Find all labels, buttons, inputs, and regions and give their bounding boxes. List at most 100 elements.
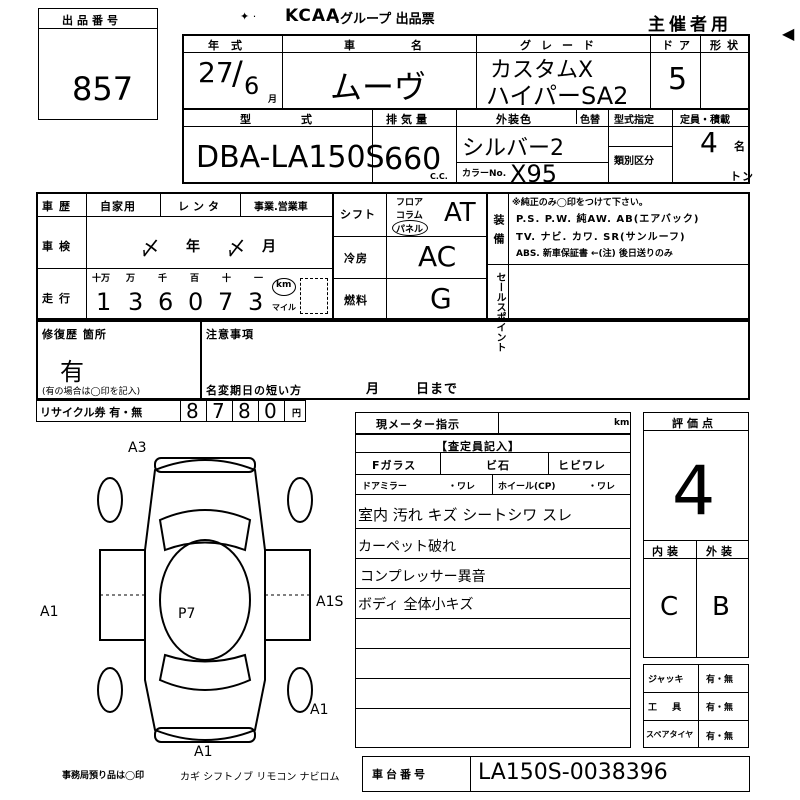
digit-unit: 万 <box>126 274 136 284</box>
grade-line2: ハイパーSA2 <box>486 82 629 110</box>
name-change-month: 月 <box>366 382 381 397</box>
year-value: 27 <box>198 56 234 89</box>
wheel-options: ・ワレ <box>588 482 616 492</box>
rating-value: 4 <box>672 452 716 531</box>
front-right-tire <box>287 477 313 523</box>
lot-number-box <box>38 8 158 120</box>
inspection-dash2: 〆 <box>226 236 246 260</box>
digit-unit: 百 <box>190 274 200 284</box>
mile-label: マイル <box>272 303 296 312</box>
month-unit: 月 <box>268 95 279 105</box>
office-items-label: 事務局預り品は◯印 <box>62 771 145 781</box>
recycle-label: リサイクル券 有・無 <box>40 406 143 419</box>
mirror-options: ・ワレ <box>448 482 476 492</box>
capacity-value: 4 <box>700 126 718 159</box>
sales-point-label: セールスポイント <box>494 272 505 352</box>
chassis-block <box>362 756 750 792</box>
meter-unit: km <box>614 418 630 428</box>
inspector-note: ボディ 全体小キズ <box>358 597 474 613</box>
chip-label: ビ石 <box>486 459 510 472</box>
interior-label: 内装 <box>652 545 682 558</box>
color-change-label: 色替 <box>580 115 600 126</box>
displacement-value: 660 <box>384 142 442 177</box>
history-block <box>36 192 750 320</box>
damage-mark: A1 <box>40 604 59 620</box>
load-unit: トン <box>730 170 754 183</box>
front-left-tire <box>97 477 123 523</box>
history-business: 事業.営業車 <box>254 202 308 213</box>
crack-label: ヒビワレ <box>558 459 606 472</box>
windshield-label: Fガラス <box>372 459 417 472</box>
recycle-unit: 円 <box>292 409 302 419</box>
spare-label: スペアタイヤ <box>646 730 694 739</box>
chassis-label: 車台番号 <box>372 768 428 781</box>
exterior-label: 外装 <box>706 545 736 558</box>
inspection-year-unit: 年 <box>186 239 201 255</box>
year-label: 年式 <box>208 39 254 52</box>
capacity-label: 定員・積載 <box>680 115 730 126</box>
digit-unit: 十 <box>222 274 232 284</box>
interior-value: C <box>660 592 679 622</box>
history-label: 車歴 <box>42 200 76 213</box>
mile-checkbox <box>300 278 328 314</box>
inspection-label: 車検 <box>42 240 76 253</box>
type-value: DBA-LA150S <box>196 140 385 175</box>
front-windshield <box>158 509 252 552</box>
digit-unit: 一 <box>254 274 264 284</box>
recycle-block <box>36 400 306 422</box>
shift-column: コラム <box>396 211 423 221</box>
doors-label: ドア <box>662 39 696 52</box>
damage-mark: A1S <box>316 594 344 610</box>
inspector-note: 室内 汚れ キズ シートシワ スレ <box>358 506 573 524</box>
recycle-digit: 0 <box>264 399 277 423</box>
ac-value: AC <box>418 240 457 273</box>
front-bumper <box>154 457 256 473</box>
meter-block <box>355 412 631 434</box>
rear-right-tire <box>287 667 313 713</box>
lot-label: 出品番号 <box>62 14 122 27</box>
repair-value: 有 <box>60 358 84 386</box>
color-no-label: カラーNo. <box>462 169 507 179</box>
inspection-dash: 〆 <box>140 236 160 260</box>
capacity-unit: 名 <box>734 140 746 153</box>
damage-mark: A1 <box>310 702 329 718</box>
mileage-digit: 7 <box>218 288 234 316</box>
fuel-value: G <box>430 282 452 315</box>
wheel-label: ホイール(CP) <box>498 482 556 492</box>
displacement-unit: C.C. <box>430 172 448 181</box>
recycle-digit: 7 <box>212 399 225 423</box>
caution-label: 注意事項 <box>206 328 254 341</box>
color-no-value: X95 <box>510 160 557 188</box>
history-rental: レンタ <box>178 200 223 213</box>
mileage-digit: 6 <box>158 288 174 316</box>
inspector-title: 【査定員記入】 <box>436 440 520 453</box>
body-label: 形状 <box>710 39 744 52</box>
inspector-note: カーペット破れ <box>358 539 456 555</box>
jack-label: ジャッキ <box>648 675 684 685</box>
shift-label: シフト <box>340 208 376 221</box>
digit-unit: 千 <box>158 274 168 284</box>
equipment-line1: P.S. P.W. 純AW. AB(エアバック) <box>516 214 700 225</box>
displacement-label: 排気量 <box>386 113 431 126</box>
mileage-digit: 1 <box>96 288 112 316</box>
office-items: カギ シフトノブ リモコン ナビロム <box>180 772 340 783</box>
inspector-block <box>355 434 631 748</box>
arrow-icon: ◀ <box>782 24 795 43</box>
car-diagram <box>97 457 313 743</box>
form-title: .グループ 出品票 <box>335 12 435 27</box>
inspector-note: コンプレッサー異音 <box>360 569 486 585</box>
model-value: ムーヴ <box>330 68 427 106</box>
roof-outline <box>159 539 251 661</box>
car-body-outline <box>144 459 266 741</box>
mirror-label: ドアミラー <box>362 482 407 492</box>
damage-mark: P7 <box>178 606 196 622</box>
panel-circle <box>392 220 428 236</box>
km-circle <box>272 278 296 296</box>
mileage-digit: 0 <box>188 288 204 316</box>
recycle-digit: 8 <box>238 399 251 423</box>
damage-mark: A3 <box>128 440 147 456</box>
repair-block <box>36 320 750 400</box>
shift-value: AT <box>444 198 476 228</box>
rear-bumper <box>154 727 256 743</box>
meter-label: 現メーター指示 <box>376 418 460 431</box>
